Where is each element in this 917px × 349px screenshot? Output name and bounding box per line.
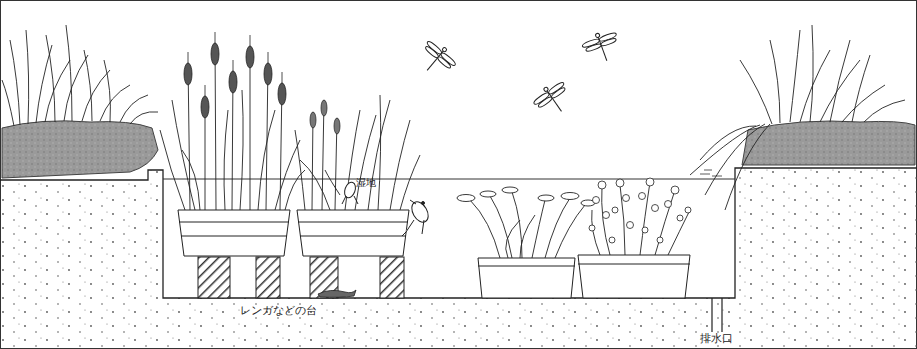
frog (342, 181, 358, 204)
left-mound (2, 121, 158, 178)
submerged-plant (592, 182, 690, 255)
dragonfly (413, 27, 623, 121)
part-label: 湿地 (356, 176, 376, 189)
floating-leaf (457, 187, 595, 206)
ripple (700, 170, 722, 176)
brick-stand (198, 257, 404, 298)
newt (318, 290, 356, 297)
right-mound (742, 121, 915, 165)
reed-plant (295, 95, 420, 210)
small-leaf (589, 178, 691, 243)
grass (690, 25, 905, 210)
frog (402, 199, 432, 236)
part-label: 排水口 (700, 332, 733, 345)
cattail-head (184, 43, 286, 118)
planter-pot (178, 210, 690, 298)
cattail-tip (188, 32, 282, 95)
part-label: レンガなどの台 (240, 304, 317, 317)
cattail-plant (160, 42, 305, 210)
pond-outline (0, 168, 917, 298)
water-plant (470, 192, 585, 258)
reed-head (310, 100, 340, 134)
soil (0, 168, 917, 349)
drain-pipe (712, 298, 722, 332)
grass (2, 25, 158, 126)
